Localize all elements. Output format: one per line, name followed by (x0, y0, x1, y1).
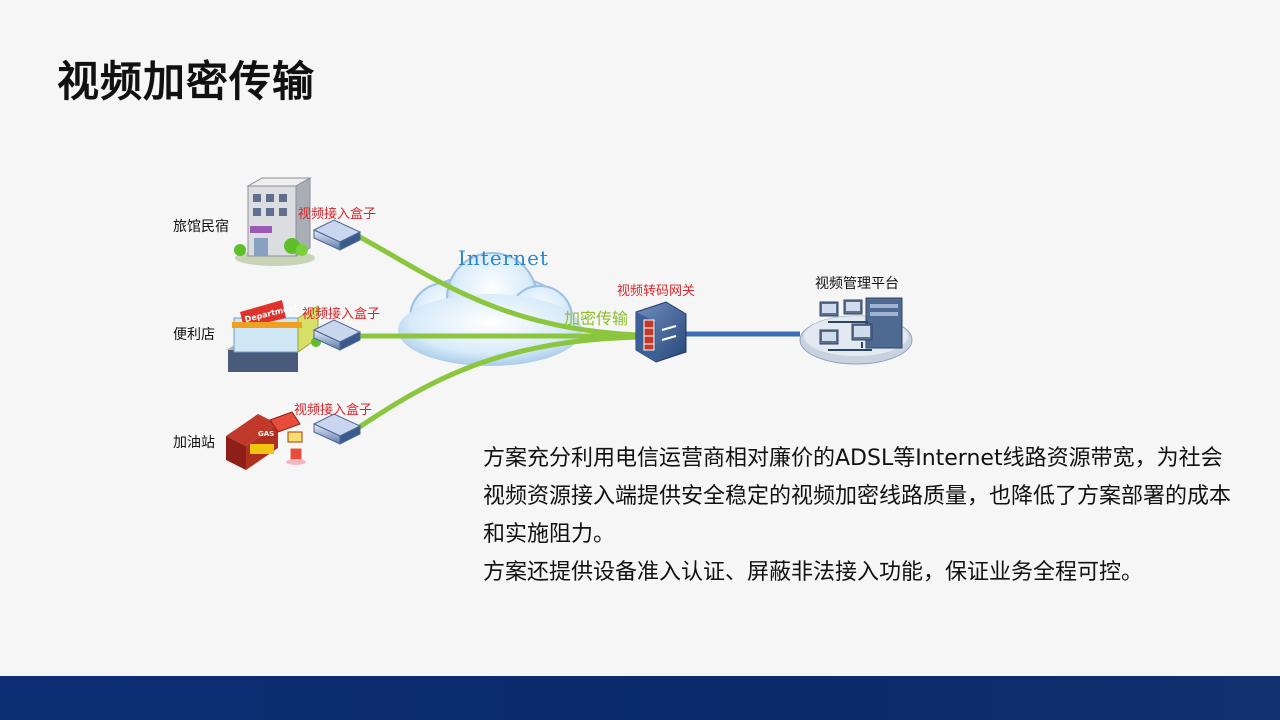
encryption-label: 加密传输 (564, 309, 629, 328)
site-label-store: 便利店 (173, 327, 215, 343)
box-label-gas: 视频接入盒子 (294, 403, 373, 418)
page-title: 视频加密传输 (57, 57, 316, 106)
gateway-label: 视频转码网关 (617, 284, 696, 299)
gateway-firewall-icon (635, 301, 687, 363)
encrypted-links (355, 233, 643, 431)
department-store-icon (226, 300, 321, 372)
gas-station-icon (226, 411, 306, 470)
link-gas (355, 334, 643, 431)
gas-sign: GAS (258, 430, 274, 438)
box-label-store: 视频接入盒子 (302, 307, 381, 322)
description-text: 方案充分利用电信运营商相对廉价的ADSL等Internet线路资源带宽，为社会视… (483, 440, 1243, 592)
internet-label: Internet (458, 246, 549, 270)
video-access-box-icon (312, 319, 362, 351)
description-paragraph: 方案充分利用电信运营商相对廉价的ADSL等Internet线路资源带宽，为社会视… (483, 446, 1232, 547)
hotel-building-icon (234, 177, 315, 266)
platform-label: 视频管理平台 (815, 276, 899, 292)
link-hotel (355, 233, 643, 338)
box-label-hotel: 视频接入盒子 (298, 207, 377, 222)
video-access-box-icon (312, 219, 362, 251)
site-label-gas: 加油站 (173, 435, 215, 451)
site-label-hotel: 旅馆民宿 (173, 219, 229, 235)
video-access-box-icon (312, 413, 362, 445)
description-paragraph: 方案还提供设备准入认证、屏蔽非法接入功能，保证业务全程可控。 (483, 560, 1144, 585)
management-platform-icon (799, 297, 913, 365)
footer-bar (0, 676, 1280, 720)
